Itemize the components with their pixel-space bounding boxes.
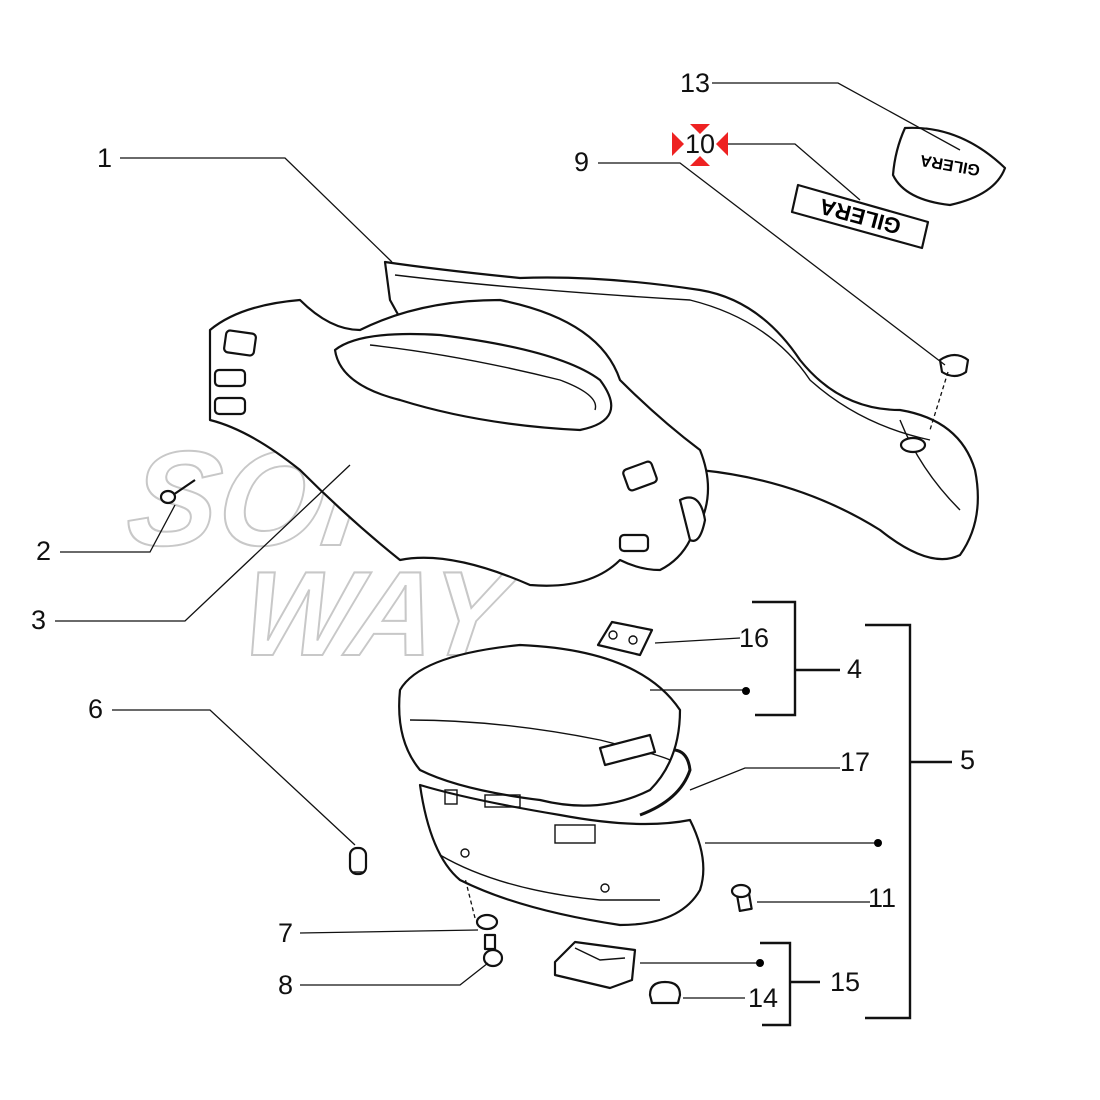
- svg-text:GILERA: GILERA: [817, 194, 904, 240]
- rubber-cap[interactable]: [648, 980, 682, 1005]
- callout-17[interactable]: 17: [840, 747, 873, 777]
- callout-1[interactable]: 1: [97, 143, 115, 173]
- callout-5[interactable]: 5: [960, 745, 978, 775]
- callout-2[interactable]: 2: [36, 536, 54, 566]
- callout-11[interactable]: 11: [868, 883, 899, 913]
- callout-16[interactable]: 16: [739, 623, 772, 653]
- bracket-16[interactable]: [596, 620, 654, 657]
- callout-7[interactable]: 7: [278, 918, 296, 948]
- callout-6[interactable]: 6: [88, 694, 106, 724]
- callout-14[interactable]: 14: [748, 983, 781, 1013]
- callout-8[interactable]: 8: [278, 970, 296, 1000]
- group-brackets: [752, 600, 952, 1027]
- instrument-panel[interactable]: [418, 783, 705, 927]
- selection-marker-icon: [672, 124, 728, 166]
- callout-4[interactable]: 4: [847, 654, 865, 684]
- mounting-screw[interactable]: [730, 883, 753, 912]
- decal-strip[interactable]: GILERA: [790, 183, 930, 250]
- leader-lines: [55, 82, 961, 999]
- bulb-holder[interactable]: [482, 933, 504, 968]
- callout-15[interactable]: 15: [830, 967, 863, 997]
- bulb[interactable]: [348, 846, 368, 876]
- callout-13[interactable]: 13: [680, 68, 713, 98]
- callout-9[interactable]: 9: [574, 147, 592, 177]
- gasket[interactable]: [639, 748, 692, 817]
- instrument-cover[interactable]: [398, 643, 682, 807]
- electronic-module[interactable]: [553, 940, 637, 990]
- plug[interactable]: [938, 353, 970, 378]
- callout-3[interactable]: 3: [31, 605, 49, 635]
- grommet[interactable]: [475, 913, 499, 931]
- callout-10[interactable]: 10: [685, 129, 718, 159]
- decal-badge[interactable]: [891, 126, 1007, 207]
- screw[interactable]: [159, 479, 196, 505]
